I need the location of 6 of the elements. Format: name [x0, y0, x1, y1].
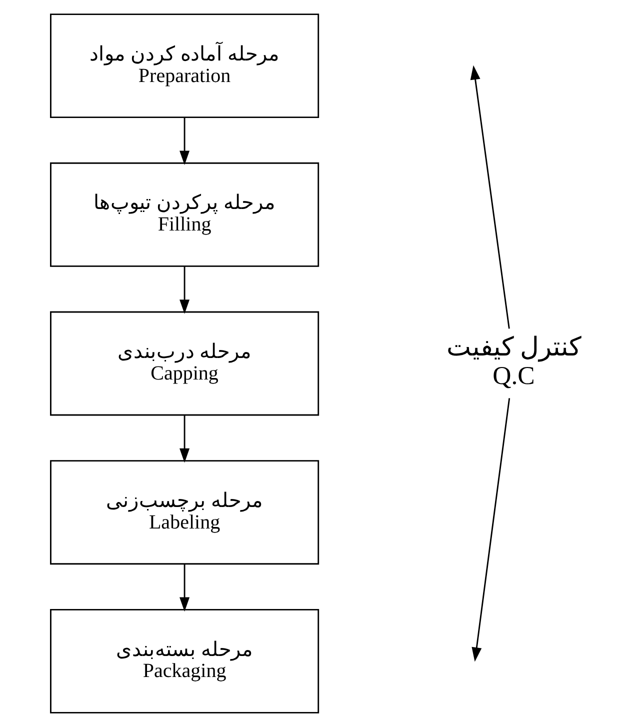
- arrow: [179, 266, 190, 314]
- arrow: [471, 398, 510, 662]
- arrow: [179, 415, 190, 463]
- arrow: [179, 117, 190, 166]
- arrow: [470, 65, 510, 329]
- arrow: [179, 564, 190, 612]
